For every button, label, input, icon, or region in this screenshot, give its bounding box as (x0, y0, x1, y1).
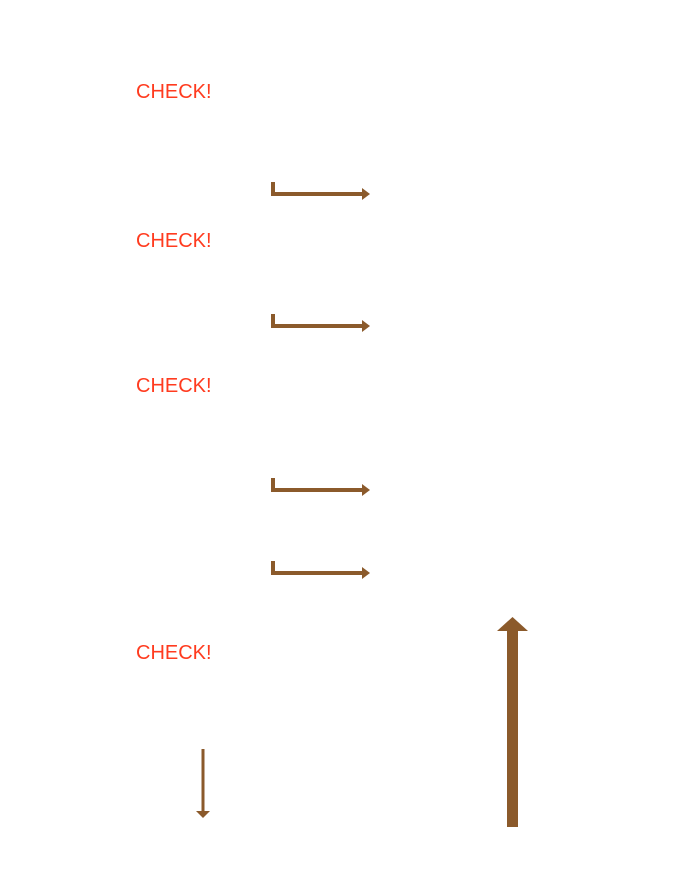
check-label-4: CHECK! (136, 642, 212, 664)
down-arrow-icon (196, 749, 210, 818)
elbow-right-arrow-icon (271, 314, 370, 332)
elbow-right-arrow-icon (271, 561, 370, 579)
elbow-right-arrow-icon (271, 182, 370, 200)
check-label-1: CHECK! (136, 81, 212, 103)
elbow-right-arrow-icon (271, 478, 370, 496)
check-label-3: CHECK! (136, 375, 212, 397)
up-arrow-icon (497, 617, 528, 827)
check-label-2: CHECK! (136, 230, 212, 252)
